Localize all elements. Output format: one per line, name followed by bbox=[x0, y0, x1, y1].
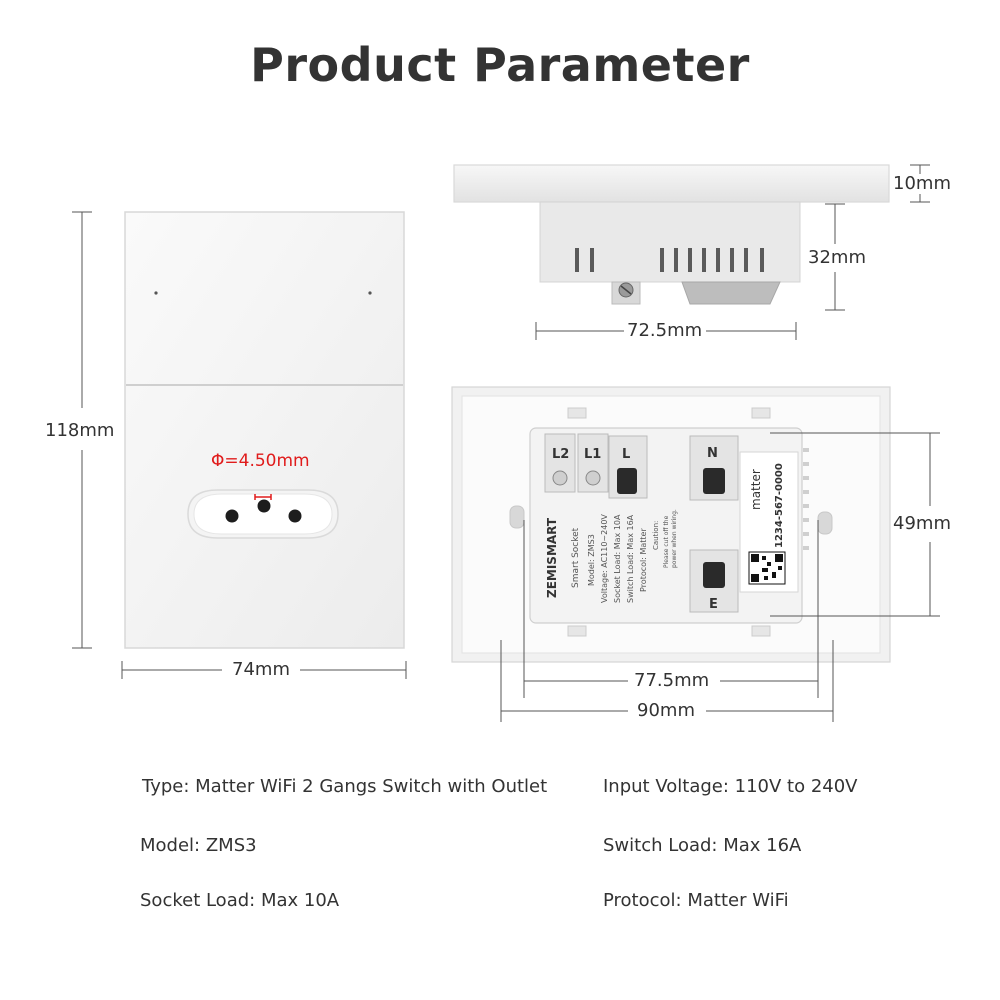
caution-text-1: Please cut off the bbox=[663, 515, 670, 568]
spec-switch-load: Switch Load: Max 16A bbox=[603, 835, 802, 856]
back-view bbox=[451, 386, 940, 722]
body-width-dim: 72.5mm bbox=[627, 320, 703, 341]
qr-code bbox=[748, 551, 786, 585]
spec-input-voltage: Input Voltage: 110V to 240V bbox=[603, 776, 858, 797]
voltage-label: Voltage: AC110~240V bbox=[600, 514, 609, 603]
side-view bbox=[453, 164, 930, 340]
back-width-dim: 90mm bbox=[637, 700, 695, 721]
terminal-n: N bbox=[707, 446, 718, 461]
brand-label: ZEMISMART bbox=[545, 517, 559, 598]
matter-label: matter bbox=[749, 469, 763, 510]
caution-text-2: power when wiring. bbox=[671, 509, 678, 568]
terminal-l2: L2 bbox=[552, 447, 569, 462]
front-view bbox=[72, 211, 407, 679]
terminal-l1: L1 bbox=[584, 447, 601, 462]
spec-model: Model: ZMS3 bbox=[140, 835, 257, 856]
terminal-e: E bbox=[709, 597, 718, 612]
spec-socket-load: Socket Load: Max 10A bbox=[140, 890, 340, 911]
page-title: Product Parameter bbox=[250, 38, 750, 92]
protocol-label: Protocol: Matter bbox=[639, 528, 648, 592]
back-height-dim: 49mm bbox=[893, 513, 951, 534]
hole-diameter-dim: Φ=4.50mm bbox=[211, 451, 310, 471]
terminal-l: L bbox=[622, 447, 630, 462]
pairing-code: 1234-567-0000 bbox=[774, 463, 785, 548]
front-width-dim: 74mm bbox=[232, 659, 290, 680]
panel-thickness-dim: 10mm bbox=[893, 173, 951, 194]
caution-label: Caution: bbox=[652, 521, 660, 550]
spec-protocol: Protocol: Matter WiFi bbox=[603, 890, 789, 911]
mount-spacing-dim: 77.5mm bbox=[634, 670, 710, 691]
socket-load-label: Socket Load: Max 10A bbox=[613, 514, 622, 603]
product-label: Smart Socket bbox=[571, 527, 581, 588]
model-label: Model: ZMS3 bbox=[587, 534, 596, 586]
switch-load-label: Switch Load: Max 16A bbox=[626, 514, 635, 603]
spec-type: Type: Matter WiFi 2 Gangs Switch with Ou… bbox=[142, 776, 548, 797]
front-height-dim: 118mm bbox=[45, 420, 115, 441]
body-depth-dim: 32mm bbox=[808, 247, 866, 268]
